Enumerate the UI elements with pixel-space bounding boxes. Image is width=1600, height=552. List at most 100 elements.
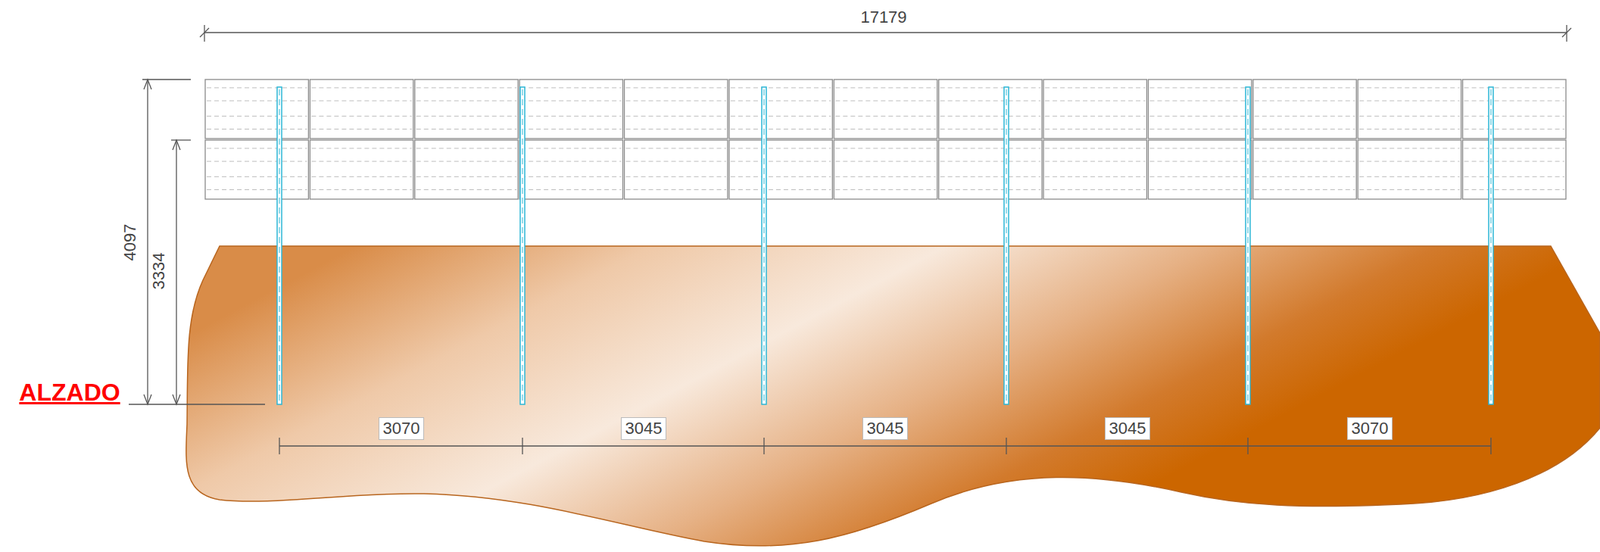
panel-frame-hidden xyxy=(520,100,621,102)
support-post xyxy=(1004,87,1009,405)
panel-frame-hidden xyxy=(206,147,307,149)
panel-frame-hidden xyxy=(1359,189,1460,191)
solar-panel xyxy=(938,140,1042,200)
post-spacing-dimension: 3045 xyxy=(1104,417,1151,440)
panel-frame-hidden xyxy=(1044,189,1145,191)
panel-frame-hidden xyxy=(311,147,412,149)
panel-frame-hidden xyxy=(940,161,1041,163)
panel-frame-hidden xyxy=(311,128,412,130)
panel-frame-hidden xyxy=(730,128,831,130)
panel-frame-hidden xyxy=(626,115,727,117)
support-posts xyxy=(277,87,1494,405)
panel-frame-hidden xyxy=(626,161,727,163)
panel-frame-hidden xyxy=(1254,147,1355,149)
panel-frame-hidden xyxy=(1464,100,1565,102)
panel-frame-hidden xyxy=(206,87,307,88)
support-post xyxy=(520,87,525,405)
panel-frame-hidden xyxy=(1359,115,1460,117)
solar-panel xyxy=(1357,140,1461,200)
post-hidden-line xyxy=(279,89,281,403)
solar-panel xyxy=(1253,140,1357,200)
panel-frame-hidden xyxy=(835,115,936,117)
solar-panel xyxy=(205,79,309,139)
panel-frame-hidden xyxy=(1149,115,1250,117)
panel-frame-hidden xyxy=(1044,115,1145,117)
solar-panel xyxy=(1043,79,1147,139)
panel-frame-hidden xyxy=(940,128,1041,130)
solar-panel xyxy=(309,140,413,200)
solar-panel xyxy=(1043,140,1147,200)
solar-panel xyxy=(414,79,518,139)
panel-frame-hidden xyxy=(626,87,727,88)
post-spacing-dimension: 3070 xyxy=(378,417,425,440)
solar-panel xyxy=(1147,140,1251,200)
panel-frame-hidden xyxy=(730,189,831,191)
panel-frame-hidden xyxy=(1254,176,1355,178)
solar-panel xyxy=(624,140,728,200)
panel-frame-hidden xyxy=(1149,147,1250,149)
panel-frame-hidden xyxy=(1149,100,1250,102)
panel-frame-hidden xyxy=(1464,115,1565,117)
solar-panel xyxy=(729,79,833,139)
panel-frame-hidden xyxy=(730,161,831,163)
solar-panel xyxy=(938,79,1042,139)
panel-frame-hidden xyxy=(835,147,936,149)
post-hidden-line xyxy=(522,89,524,403)
panel-frame-hidden xyxy=(1149,161,1250,163)
solar-panel xyxy=(1147,79,1251,139)
solar-panel xyxy=(624,79,728,139)
post-spacing-dimension: 3045 xyxy=(620,417,668,440)
post-hidden-line xyxy=(1006,89,1008,403)
panel-frame-hidden xyxy=(520,87,621,88)
panel-frame-hidden xyxy=(1044,161,1145,163)
panel-frame-hidden xyxy=(311,189,412,191)
panel-frame-hidden xyxy=(1149,189,1250,191)
panel-frame-hidden xyxy=(730,115,831,117)
panel-frame-hidden xyxy=(835,128,936,130)
support-post xyxy=(761,87,767,405)
panel-frame-hidden xyxy=(416,189,517,191)
panel-frame-hidden xyxy=(1254,161,1355,163)
ground-section xyxy=(186,246,1600,546)
panel-frame-hidden xyxy=(206,100,307,102)
panel-frame-hidden xyxy=(416,115,517,117)
panel-frame-hidden xyxy=(730,176,831,178)
support-post xyxy=(1245,87,1251,405)
panel-frame-hidden xyxy=(1359,128,1460,130)
panel-frame-hidden xyxy=(1254,128,1355,130)
panel-frame-hidden xyxy=(835,87,936,88)
solar-panel xyxy=(519,140,623,200)
panel-frame-hidden xyxy=(1359,176,1460,178)
panel-frame-hidden xyxy=(311,161,412,163)
support-post xyxy=(277,87,282,405)
panel-frame-hidden xyxy=(1359,100,1460,102)
panel-frame-hidden xyxy=(626,189,727,191)
panel-frame-hidden xyxy=(940,87,1041,88)
panel-frame-hidden xyxy=(940,147,1041,149)
panel-frame-hidden xyxy=(416,161,517,163)
panel-frame-hidden xyxy=(626,176,727,178)
solar-panels xyxy=(205,79,1566,200)
dimension-lines xyxy=(128,24,1572,455)
panel-frame-hidden xyxy=(940,189,1041,191)
panel-frame-hidden xyxy=(1044,147,1145,149)
panel-frame-hidden xyxy=(835,100,936,102)
overall-width-dimension: 17179 xyxy=(857,8,910,27)
panel-frame-hidden xyxy=(1359,87,1460,88)
panel-frame-hidden xyxy=(416,176,517,178)
post-spacing-dimension: 3070 xyxy=(1347,417,1394,440)
panel-frame-hidden xyxy=(1464,161,1565,163)
panel-frame-hidden xyxy=(206,161,307,163)
panel-frame-hidden xyxy=(940,115,1041,117)
panel-frame-hidden xyxy=(311,87,412,88)
solar-panel xyxy=(833,79,937,139)
panel-frame-hidden xyxy=(1149,176,1250,178)
solar-panel xyxy=(1462,79,1566,139)
panel-frame-hidden xyxy=(730,147,831,149)
panel-frame-hidden xyxy=(206,176,307,178)
panel-frame-hidden xyxy=(1254,115,1355,117)
panel-frame-hidden xyxy=(520,128,621,130)
panel-frame-hidden xyxy=(1464,176,1565,178)
panel-frame-hidden xyxy=(311,100,412,102)
panel-frame-hidden xyxy=(626,100,727,102)
